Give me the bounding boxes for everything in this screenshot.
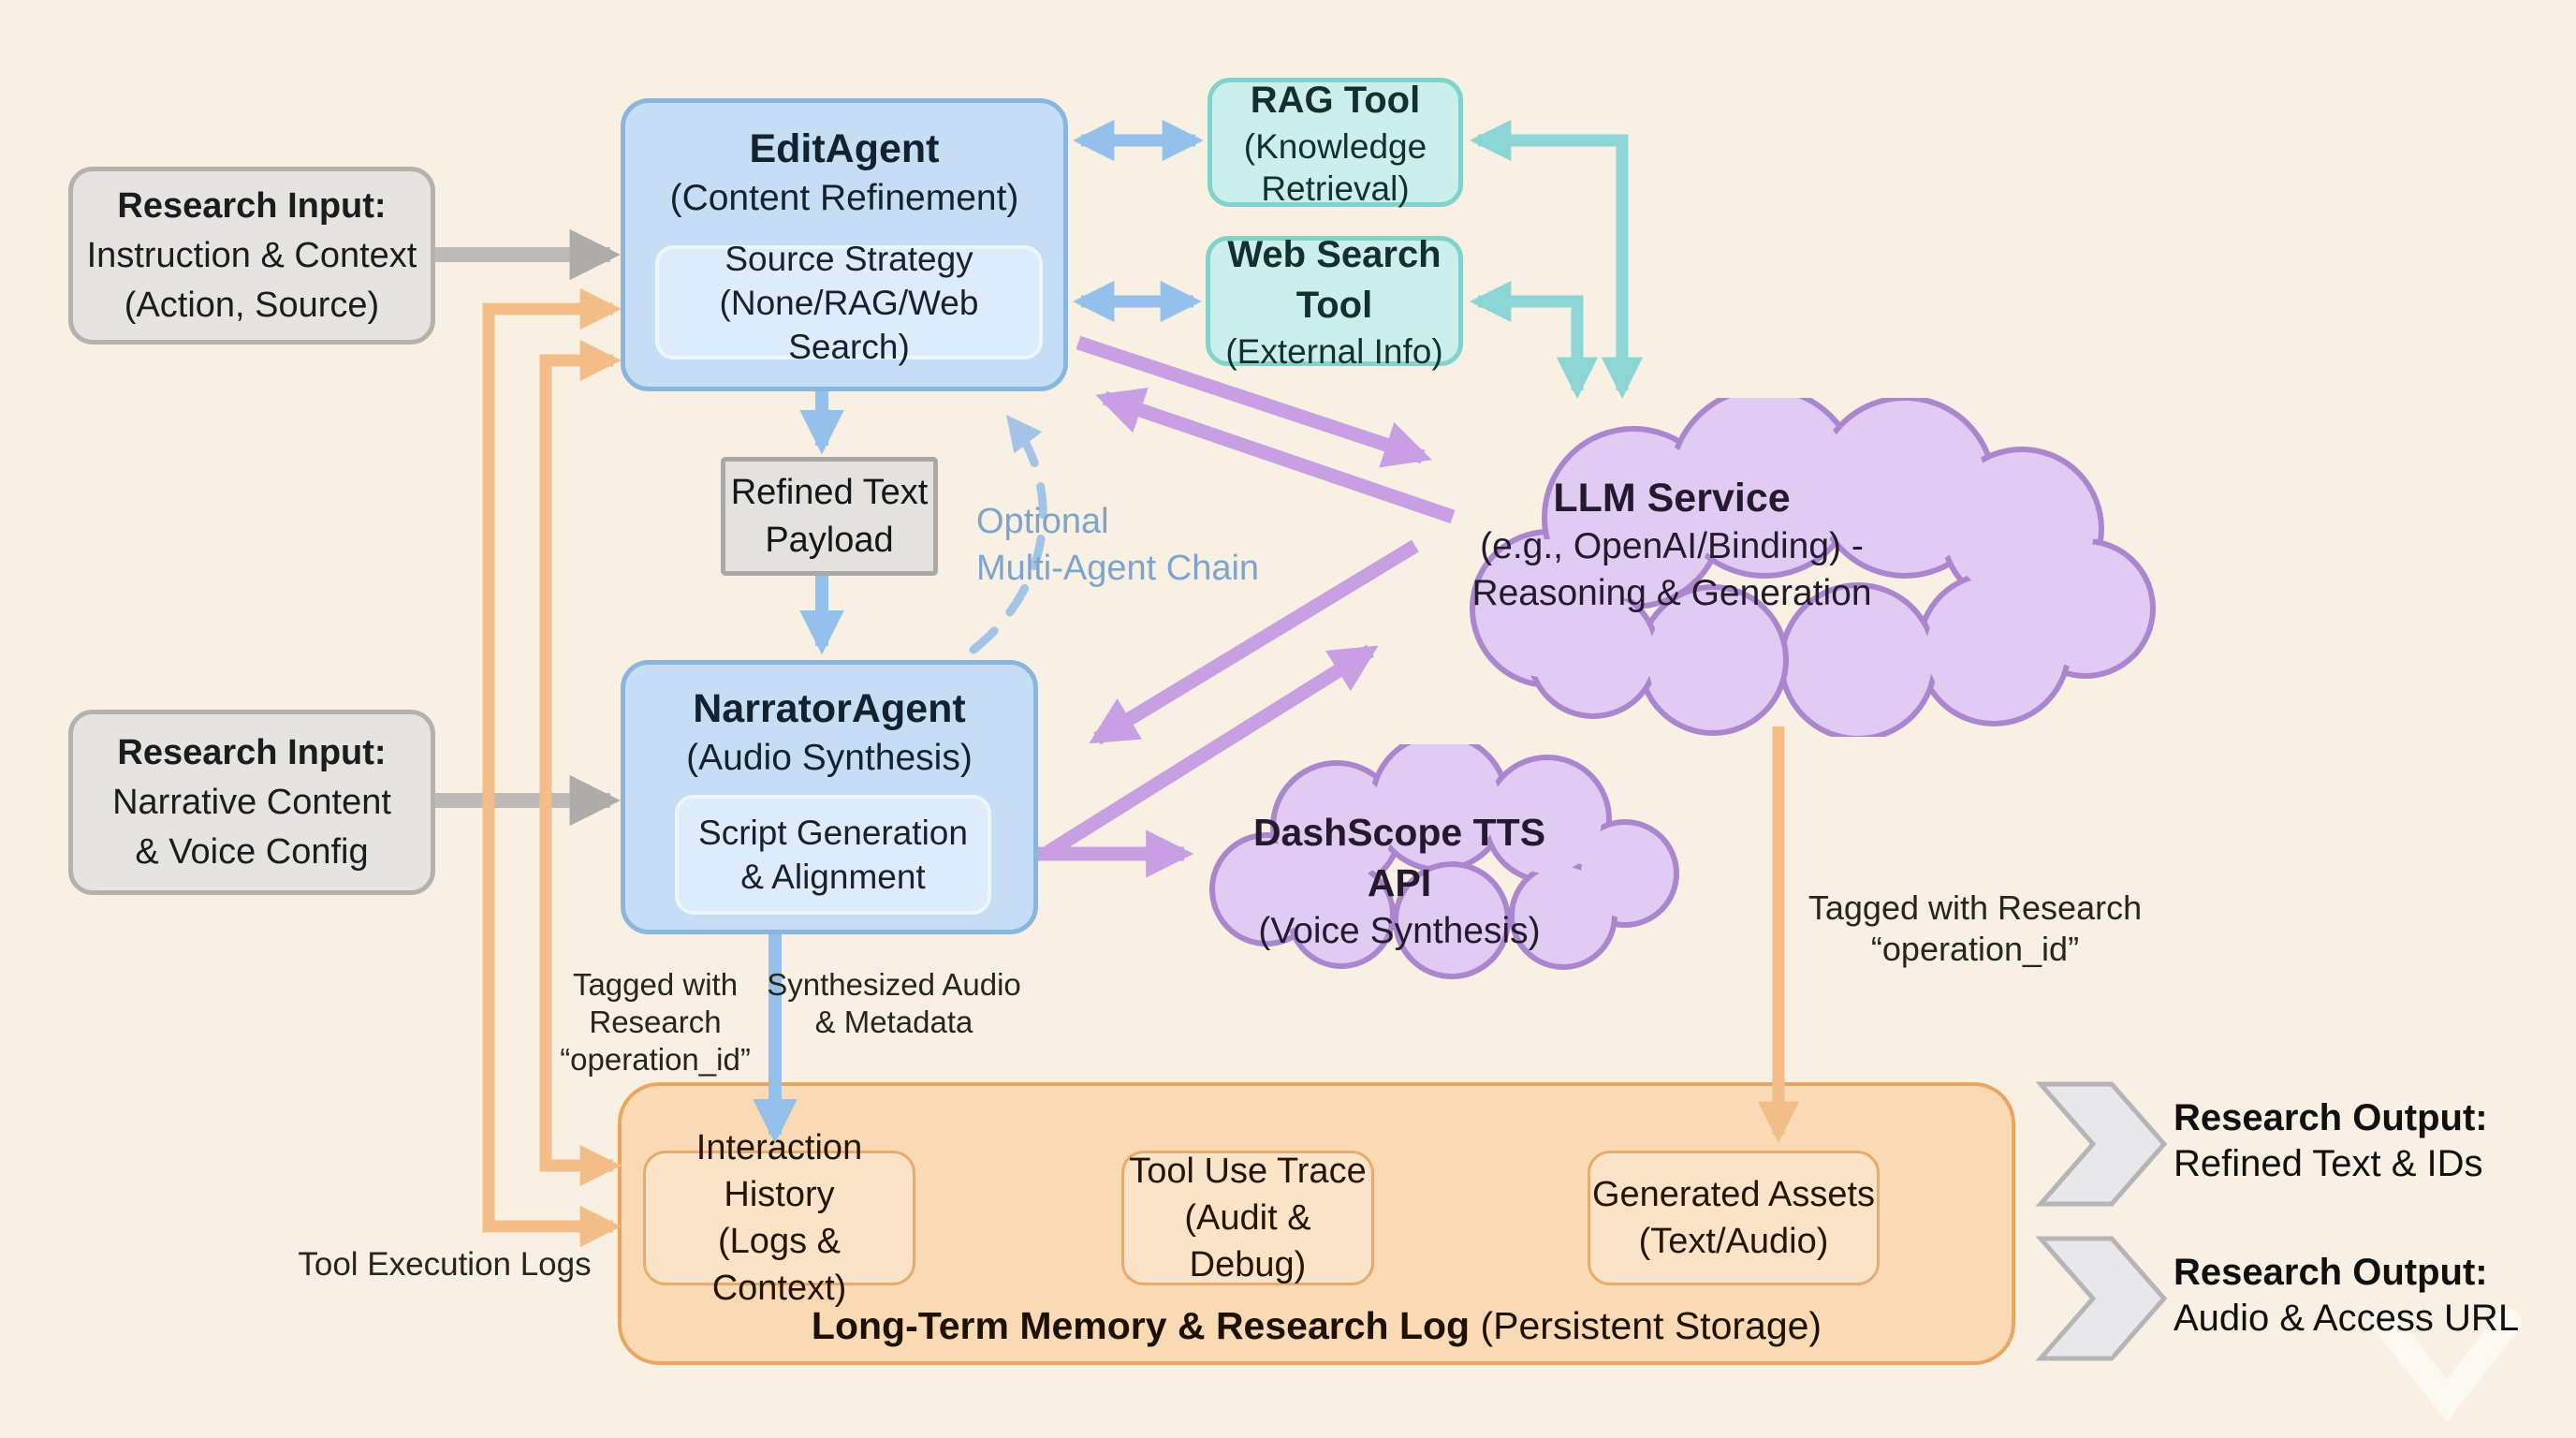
- output-block-arrow-2: [2035, 1236, 2168, 1361]
- research-output-2-title: Research Output:: [2174, 1252, 2488, 1293]
- edit-agent-subtitle: (Content Refinement): [669, 178, 1019, 218]
- memory-title: Long-Term Memory & Research Log (Persist…: [622, 1304, 2012, 1348]
- edit-agent-box: EditAgent (Content Refinement) Source St…: [621, 98, 1068, 391]
- memory-title-bold: Long-Term Memory & Research Log: [811, 1304, 1471, 1347]
- web-search-tool-box: Web Search Tool (External Info): [1206, 234, 1463, 371]
- source-strategy-box: Source Strategy (None/RAG/Web Search): [655, 240, 1043, 366]
- research-output-1: Research Output: Refined Text & IDs: [2174, 1095, 2567, 1187]
- tool-use-trace-box: Tool Use Trace (Audit & Debug): [1121, 1151, 1374, 1285]
- research-output-1-title: Research Output:: [2174, 1097, 2488, 1138]
- rag-tool-subtitle: (Knowledge Retrieval): [1243, 127, 1427, 208]
- interaction-history-box: Interaction History (Logs & Context): [643, 1128, 915, 1308]
- synthesized-audio-label: Synthesized Audio & Metadata: [758, 966, 1030, 1041]
- web-search-tool-title: Web Search Tool: [1227, 234, 1442, 326]
- tagged-right-line2: “operation_id”: [1870, 930, 2080, 968]
- tagged-right-line1: Tagged with Research: [1808, 888, 2143, 927]
- memory-title-regular: (Persistent Storage): [1470, 1304, 1822, 1347]
- generated-assets-box: Generated Assets (Text/Audio): [1588, 1151, 1880, 1285]
- script-generation-line2: & Alignment: [740, 858, 926, 896]
- script-generation-box: Script Generation & Alignment: [675, 795, 991, 915]
- source-strategy-line1: Source Strategy: [724, 239, 973, 278]
- tool-use-trace-line1: Tool Use Trace: [1129, 1152, 1367, 1191]
- llm-service-line3: Reasoning & Generation: [1471, 573, 1872, 613]
- refined-text-payload-box: Refined Text Payload: [721, 457, 938, 576]
- research-input-2-line2: & Voice Config: [135, 831, 369, 872]
- tagged-left-line2: “operation_id”: [560, 1042, 751, 1077]
- interaction-history-line1: Interaction History: [695, 1128, 863, 1214]
- narrator-agent-box: NarratorAgent (Audio Synthesis) Script G…: [621, 660, 1038, 934]
- llm-service-label: LLM Service (e.g., OpenAI/Binding) - Rea…: [1460, 473, 1883, 617]
- optional-chain-label: Optional Multi-Agent Chain: [976, 498, 1295, 592]
- research-input-2-title: Research Input:: [117, 732, 387, 772]
- research-input-1-title: Research Input:: [117, 185, 387, 226]
- narrator-agent-title: NarratorAgent: [693, 686, 966, 731]
- long-term-memory-container: Interaction History (Logs & Context) Too…: [618, 1082, 2015, 1365]
- research-input-1-line2: (Action, Source): [124, 285, 380, 325]
- llm-service-line2: (e.g., OpenAI/Binding) -: [1480, 526, 1864, 566]
- web-search-tool-subtitle: (External Info): [1225, 332, 1443, 371]
- llm-service-title: LLM Service: [1553, 476, 1791, 521]
- research-output-1-subtitle: Refined Text & IDs: [2174, 1143, 2483, 1184]
- generated-assets-line1: Generated Assets: [1591, 1175, 1876, 1214]
- narrator-agent-subtitle: (Audio Synthesis): [686, 738, 973, 778]
- synthesized-audio-line2: & Metadata: [814, 1005, 973, 1039]
- research-output-2-subtitle: Audio & Access URL: [2174, 1298, 2520, 1339]
- script-generation-line1: Script Generation: [698, 814, 968, 852]
- tool-execution-logs-label: Tool Execution Logs: [298, 1246, 592, 1283]
- research-input-2-line1: Narrative Content: [112, 782, 391, 822]
- refined-text-line1: Refined Text: [730, 472, 929, 512]
- interaction-history-line2: (Logs & Context): [711, 1222, 847, 1308]
- research-output-2: Research Output: Audio & Access URL: [2174, 1250, 2576, 1342]
- optional-chain-line1: Optional: [976, 502, 1109, 541]
- llm-service-cloud: [1470, 398, 2156, 737]
- tool-use-trace-line2: (Audit & Debug): [1184, 1198, 1311, 1284]
- dashscope-subtitle: (Voice Synthesis): [1258, 911, 1541, 951]
- synthesized-audio-line1: Synthesized Audio: [767, 967, 1021, 1002]
- optional-chain-line2: Multi-Agent Chain: [976, 549, 1260, 588]
- dashscope-label: DashScope TTS API (Voice Synthesis): [1217, 807, 1582, 955]
- edit-agent-title: EditAgent: [749, 126, 940, 171]
- tagged-left-label: Tagged with Research “operation_id”: [520, 966, 791, 1078]
- arrow-logs-bus-a: [482, 287, 622, 1248]
- source-strategy-line2: (None/RAG/Web Search): [719, 283, 979, 366]
- tagged-right-label: Tagged with Research “operation_id”: [1802, 888, 2148, 970]
- dashscope-title: DashScope TTS API: [1252, 811, 1546, 904]
- output-block-arrow-1: [2035, 1081, 2168, 1207]
- tagged-left-line1: Tagged with Research: [572, 967, 739, 1039]
- arrow-rag-llm-bidir: [1470, 119, 1644, 399]
- research-input-2-box: Research Input: Narrative Content & Voic…: [68, 710, 435, 895]
- rag-tool-box: RAG Tool (Knowledge Retrieval): [1208, 78, 1463, 208]
- refined-text-line2: Payload: [765, 520, 894, 560]
- generated-assets-line2: (Text/Audio): [1638, 1222, 1829, 1261]
- research-input-1-box: Research Input: Instruction & Context (A…: [68, 167, 435, 345]
- research-input-1-line1: Instruction & Context: [86, 235, 417, 275]
- rag-tool-title: RAG Tool: [1250, 80, 1421, 121]
- arrow-websearch-llm-bidir: [1470, 280, 1599, 399]
